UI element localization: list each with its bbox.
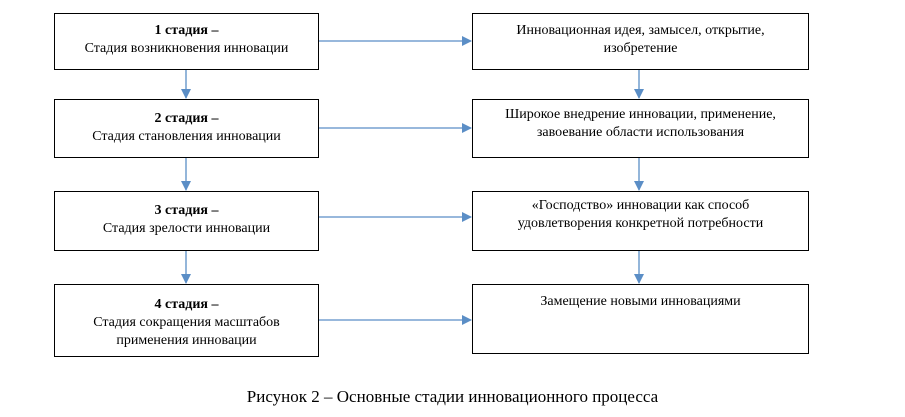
outcome-4-box: Замещение новыми инновациями	[472, 284, 809, 354]
stage-2-title: 2 стадия –	[154, 111, 219, 126]
outcome-1-line1: Инновационная идея, замысел, открытие,	[516, 23, 765, 38]
outcome-2-line1: Широкое внедрение инновации, применение,	[505, 107, 776, 122]
stage-1-box: 1 стадия – Стадия возникновения инноваци…	[54, 13, 319, 70]
outcome-2-box: Широкое внедрение инновации, применение,…	[472, 99, 809, 158]
stage-3-title: 3 стадия –	[154, 203, 219, 218]
stage-4-title: 4 стадия –	[154, 297, 219, 312]
stage-3-box: 3 стадия – Стадия зрелости инновации	[54, 191, 319, 251]
stage-3-label: Стадия зрелости инновации	[102, 221, 271, 236]
stage-2-label: Стадия становления инновации	[92, 129, 281, 144]
outcome-3-line2: удовлетворения конкретной потребности	[517, 216, 764, 231]
stage-1-title: 1 стадия –	[154, 23, 219, 38]
stage-4-label-line2: применения инновации	[116, 333, 257, 348]
stage-4-box: 4 стадия – Стадия сокращения масштабов п…	[54, 284, 319, 357]
outcome-1-box: Инновационная идея, замысел, открытие, и…	[472, 13, 809, 70]
outcome-2-line2: завоевание области использования	[536, 125, 745, 140]
figure-caption: Рисунок 2 – Основные стадии инновационно…	[246, 387, 659, 406]
outcome-1-line2: изобретение	[603, 41, 678, 56]
outcome-3-line1: «Господство» инновации как способ	[531, 198, 750, 213]
stage-1-label: Стадия возникновения инновации	[84, 41, 289, 56]
outcome-3-box: «Господство» инновации как способ удовле…	[472, 191, 809, 251]
outcome-4-line1: Замещение новыми инновациями	[540, 294, 741, 309]
stage-4-label-line1: Стадия сокращения масштабов	[93, 315, 280, 330]
stage-2-box: 2 стадия – Стадия становления инновации	[54, 99, 319, 158]
